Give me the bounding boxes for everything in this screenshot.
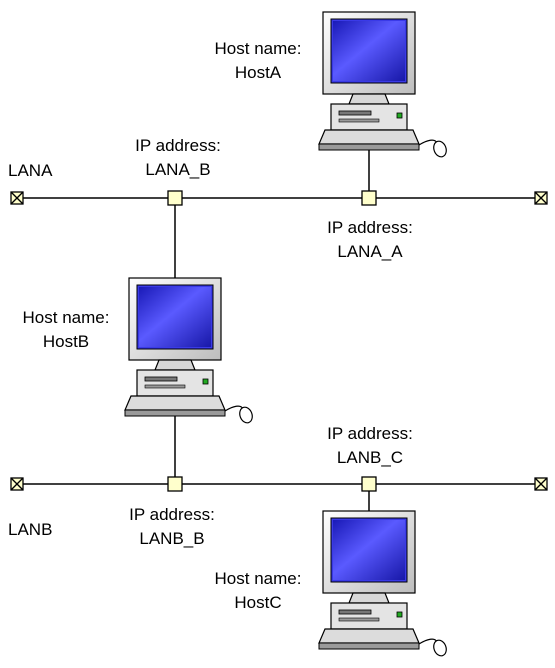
lanb-left-terminator bbox=[10, 477, 24, 491]
lana-a-ip-caption: IP address: bbox=[327, 218, 413, 237]
lana-b-ip-value: LANA_B bbox=[145, 160, 211, 179]
hostc-caption: Host name: bbox=[214, 569, 302, 588]
lanb-right-terminator bbox=[534, 477, 548, 491]
hosta-name: HostA bbox=[234, 63, 282, 82]
hostc-name: HostC bbox=[234, 593, 282, 612]
lana-b-ip-label: IP address: LANA_B bbox=[116, 134, 240, 182]
lanb-c-ip-value: LANB_C bbox=[336, 448, 404, 467]
lanb-b-ip-value: LANB_B bbox=[139, 529, 205, 548]
hosta-label: Host name: HostA bbox=[196, 37, 320, 85]
lana-label: LANA bbox=[8, 161, 53, 180]
lanb-b-ip-label: IP address: LANB_B bbox=[110, 503, 234, 551]
port-lana-b bbox=[167, 190, 183, 206]
hosta-caption: Host name: bbox=[214, 39, 302, 58]
lanb-c-ip-label: IP address: LANB_C bbox=[308, 422, 432, 470]
hostb-computer-icon bbox=[124, 277, 255, 426]
port-lanb-c bbox=[361, 476, 377, 492]
lana-a-ip-label: IP address: LANA_A bbox=[308, 216, 432, 264]
hostc-computer-icon bbox=[318, 510, 449, 659]
lanb-b-ip-caption: IP address: bbox=[129, 505, 215, 524]
hosta-computer-icon bbox=[318, 11, 449, 160]
hostb-name: HostB bbox=[42, 332, 90, 351]
lana-right-terminator bbox=[534, 191, 548, 205]
lana-left-terminator bbox=[10, 191, 24, 205]
port-lana-a bbox=[361, 190, 377, 206]
port-lanb-b bbox=[167, 476, 183, 492]
hostb-label: Host name: HostB bbox=[4, 306, 128, 354]
lanb-c-ip-caption: IP address: bbox=[327, 424, 413, 443]
lana-a-ip-value: LANA_A bbox=[337, 242, 403, 261]
hostb-caption: Host name: bbox=[22, 308, 110, 327]
lanb-label: LANB bbox=[8, 520, 53, 539]
hostc-label: Host name: HostC bbox=[196, 567, 320, 615]
lana-b-ip-caption: IP address: bbox=[135, 136, 221, 155]
